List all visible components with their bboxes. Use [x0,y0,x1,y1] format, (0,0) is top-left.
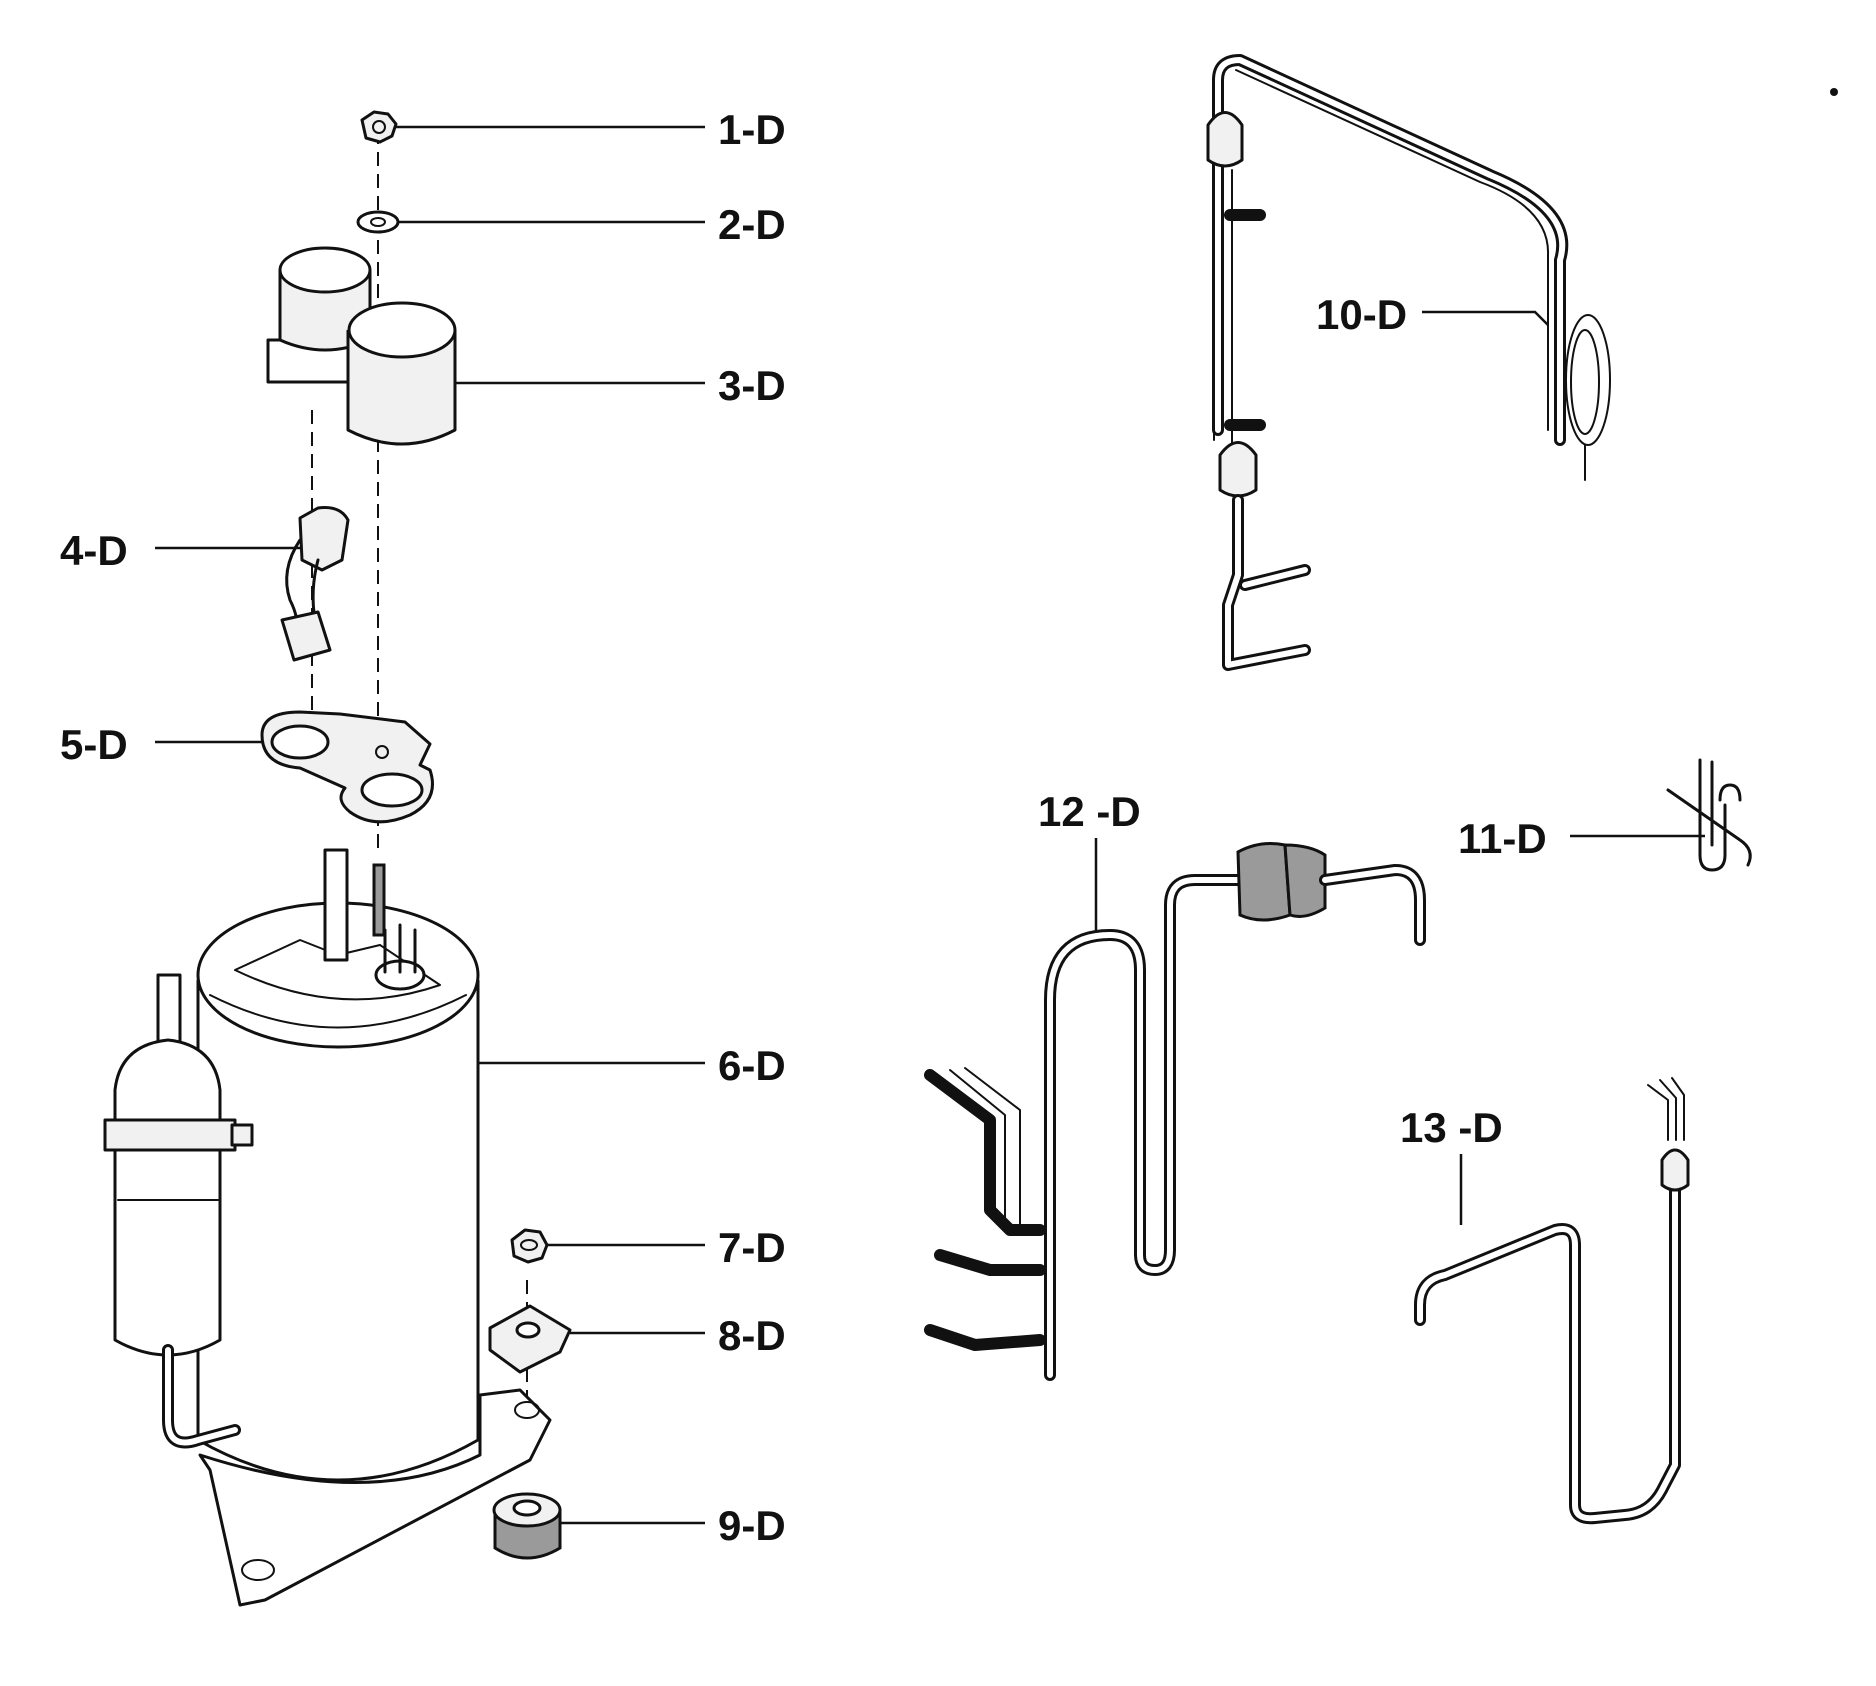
ink-speck [1830,88,1838,96]
part-washer[interactable] [356,210,400,234]
label-part-9: 9-D [718,1502,786,1549]
label-part-8: 8-D [718,1312,786,1359]
part-wire-connector[interactable] [280,506,350,662]
part-capillary-tube-assembly[interactable] [1206,54,1611,671]
label-part-6: 6-D [718,1042,786,1089]
wire-connector-icon [280,506,350,662]
washer-icon [356,210,400,234]
part-labels: 1-D 2-D 3-D 4-D 5-D 6-D 7-D 8-D 9-D 10-D… [60,106,1547,1549]
rubber-grommet-icon [492,1492,562,1560]
part-mounting-bracket[interactable] [260,710,434,824]
label-part-5: 5-D [60,721,128,768]
label-part-3: 3-D [718,362,786,409]
label-part-4: 4-D [60,527,128,574]
suction-pipe-icon [1414,1077,1690,1525]
part-compressor[interactable] [103,848,552,1607]
leader-lines [155,125,1705,1525]
part-square-washer[interactable] [488,1304,572,1374]
mounting-bracket-icon [260,710,434,824]
label-part-11: 11-D [1458,815,1547,862]
capillary-tube-assembly-icon [1206,54,1611,671]
part-hex-nut[interactable] [510,1228,549,1264]
discharge-pipe-icon [924,842,1426,1381]
compressor-icon [103,848,552,1607]
clip-icon [1666,758,1752,872]
part-nut[interactable] [360,110,398,144]
part-capacitor[interactable] [266,246,457,446]
capacitor-icon [266,246,457,446]
label-part-13: 13 -D [1400,1104,1503,1151]
label-part-12: 12 -D [1038,788,1141,835]
part-clip[interactable] [1666,758,1752,872]
nut-icon [360,110,398,144]
part-suction-pipe[interactable] [1414,1077,1690,1525]
label-part-1: 1-D [718,106,786,153]
part-discharge-pipe[interactable] [924,842,1426,1381]
label-part-7: 7-D [718,1224,786,1271]
label-part-10: 10-D [1316,291,1407,338]
label-part-2: 2-D [718,201,786,248]
hex-nut-icon [510,1228,549,1264]
part-rubber-grommet[interactable] [492,1492,562,1560]
square-washer-icon [488,1304,572,1374]
